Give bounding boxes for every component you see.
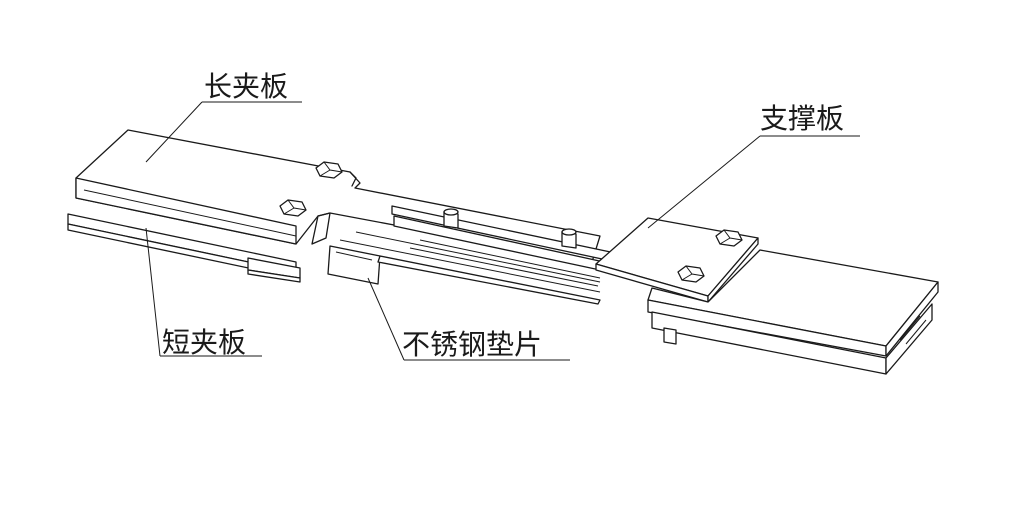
support-plate (595, 217, 759, 303)
label-stainless-steel-shim-text: 不锈钢垫片 (402, 328, 542, 361)
label-long-clamp-plate-text: 长夹板 (204, 70, 288, 103)
hex-bolt-3 (715, 229, 743, 247)
label-support-plate: 支撑板 (647, 102, 860, 229)
short-clamp-plate (67, 213, 301, 283)
label-short-clamp-plate-text: 短夹板 (162, 326, 246, 359)
stainless-steel-shim (327, 231, 601, 305)
label-long-clamp-plate: 长夹板 (145, 70, 302, 163)
label-support-plate-text: 支撑板 (760, 102, 844, 135)
label-short-clamp-plate: 短夹板 (145, 227, 262, 359)
hex-bolt-4 (677, 265, 705, 283)
label-stainless-steel-shim: 不锈钢垫片 (367, 277, 570, 361)
hex-bolt-1 (315, 161, 343, 179)
hex-bolt-2 (279, 199, 307, 217)
right-rail (647, 249, 939, 375)
